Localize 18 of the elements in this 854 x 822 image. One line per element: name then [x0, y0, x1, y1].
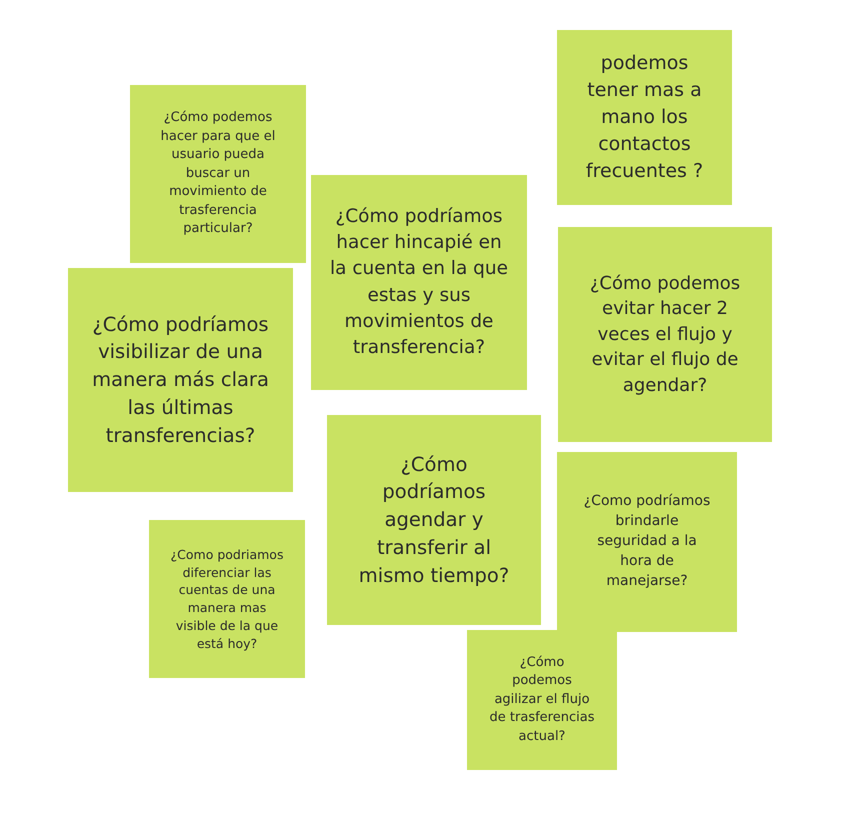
- sticky-note: [558, 227, 772, 442]
- sticky-note: [467, 630, 617, 770]
- note-text: ¿Como podriamos diferenciar las cuentas de una manera mas visible de la que está hoy?: [170, 546, 284, 652]
- sticky-note: [557, 452, 737, 632]
- note-text: ¿Cómo podemos hacer para que el usuario pueda buscar un movimiento de trasferencia particular?: [160, 109, 276, 238]
- sticky-note: [130, 85, 306, 263]
- note-text: ¿Cómo podríamos hacer hincapié en la cuenta en la que estas y sus movimientos de transferencia?: [329, 204, 509, 360]
- note-text: ¿Cómo podríamos agendar y transferir al mismo tiempo?: [358, 452, 510, 589]
- note-text: podemos tener mas a mano los contactos frecuentes ?: [584, 51, 704, 184]
- note-text: ¿Cómo podemos evitar hacer 2 veces el flujo y evitar el flujo de agendar?: [588, 272, 742, 398]
- note-text: ¿Cómo podemos agilizar el flujo de trasferencias actual?: [489, 654, 595, 746]
- note-text: ¿Como podríamos brindarle seguridad a la hora de manejarse?: [582, 492, 712, 591]
- sticky-note: [311, 175, 527, 390]
- sticky-note: [327, 415, 541, 625]
- sticky-note: [557, 30, 732, 205]
- sticky-note: [68, 268, 293, 492]
- note-text: ¿Cómo podríamos visibilizar de una manera más clara las últimas transferencias?: [91, 312, 270, 449]
- sticky-note: [149, 520, 305, 678]
